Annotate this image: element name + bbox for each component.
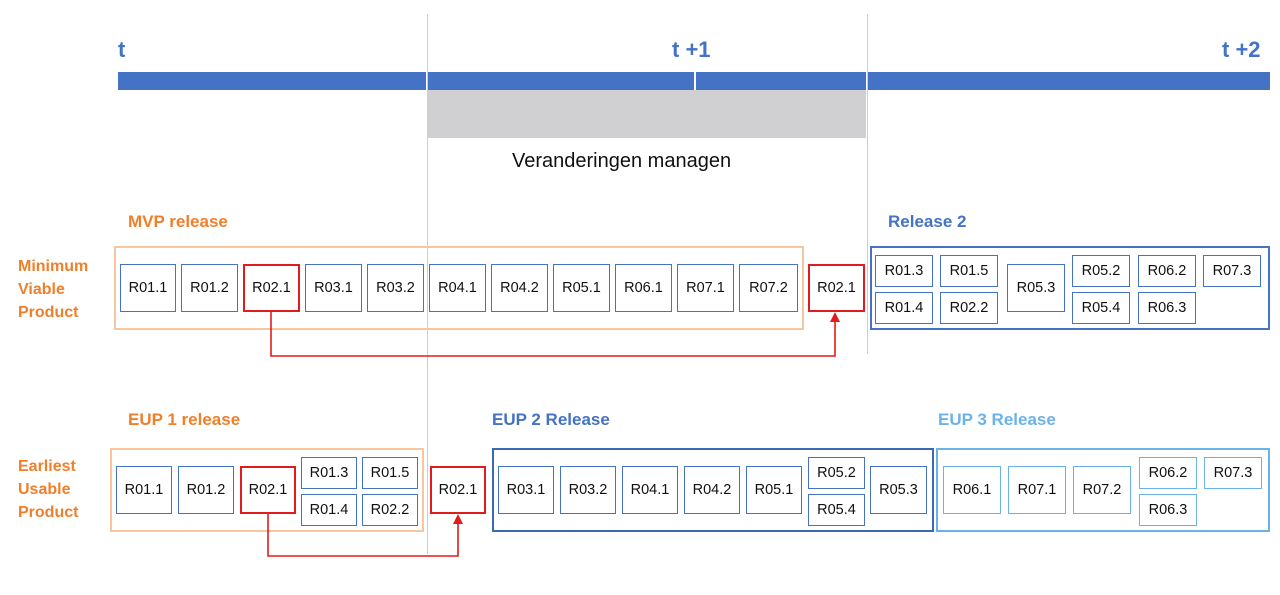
release-2-item-r06-3: R06.3 — [1138, 292, 1196, 324]
eup-1-release-label: EUP 1 release — [128, 410, 241, 429]
mvp-item-r01-1: R01.1 — [120, 264, 176, 312]
eup-3-item-r06-1: R06.1 — [943, 466, 1001, 514]
release-2-item-r05-3: R05.3 — [1007, 264, 1065, 312]
release-2-group — [870, 246, 1270, 330]
eup-3-release-group — [936, 448, 1270, 532]
eup-2-item-r05-2: R05.2 — [808, 457, 865, 489]
release-2-item-r05-2: R05.2 — [1072, 255, 1130, 287]
mvp-item-r03-2: R03.2 — [367, 264, 424, 312]
eup-1-item-r02-1: R02.1 — [240, 466, 296, 514]
eup-2-release-group — [492, 448, 934, 532]
mvp-moved-item-r02-1: R02.1 — [808, 264, 865, 312]
eup-2-release-label: EUP 2 Release — [492, 410, 610, 429]
mvp-side-label: Minimum Viable Product — [18, 258, 89, 321]
mvp-item-r01-2: R01.2 — [181, 264, 238, 312]
eup-1-item-r01-4: R01.4 — [301, 494, 357, 526]
mvp-item-r02-1: R02.1 — [243, 264, 300, 312]
release-2-label: Release 2 — [888, 212, 967, 231]
timeline-bar-segment-4 — [868, 72, 1270, 90]
eup-2-item-r04-2: R04.2 — [684, 466, 740, 514]
release-2-item-r05-4: R05.4 — [1072, 292, 1130, 324]
eup-2-item-r04-1: R04.1 — [622, 466, 678, 514]
mvp-item-r04-2: R04.2 — [491, 264, 548, 312]
mvp-item-r07-2: R07.2 — [739, 264, 798, 312]
mvp-move-arrow — [270, 312, 836, 357]
timeline-bar-segment-2 — [428, 72, 694, 90]
eup-1-item-r01-3: R01.3 — [301, 457, 357, 489]
timeline-mark-t1: t +1 — [672, 37, 711, 62]
mvp-arrow-head — [830, 312, 840, 322]
timeline-mark-t2: t +2 — [1222, 37, 1261, 62]
timeline-mark-t: t — [118, 37, 126, 62]
eup-2-item-r03-2: R03.2 — [560, 466, 616, 514]
release-2-item-r01-3: R01.3 — [875, 255, 933, 287]
timeline-bar-segment-1 — [118, 72, 426, 90]
eup-3-item-r07-3: R07.3 — [1204, 457, 1262, 489]
eup-1-item-r02-2: R02.2 — [362, 494, 418, 526]
mvp-item-r07-1: R07.1 — [677, 264, 734, 312]
release-2-item-r07-3: R07.3 — [1203, 255, 1261, 287]
eup-1-release-group — [110, 448, 424, 532]
eup-2-item-r05-1: R05.1 — [746, 466, 802, 514]
timeline-bar-segment-3 — [696, 72, 866, 90]
eup-3-item-r06-3: R06.3 — [1139, 494, 1197, 526]
eup-3-item-r06-2: R06.2 — [1139, 457, 1197, 489]
mvp-item-r04-1: R04.1 — [429, 264, 486, 312]
mvp-item-r06-1: R06.1 — [615, 264, 672, 312]
eup-arrow-head — [453, 514, 463, 524]
eup-moved-item-r02-1: R02.1 — [430, 466, 486, 514]
eup-2-item-r03-1: R03.1 — [498, 466, 554, 514]
release-2-item-r01-5: R01.5 — [940, 255, 998, 287]
eup-2-item-r05-4: R05.4 — [808, 494, 865, 526]
mvp-release-label: MVP release — [128, 212, 228, 231]
timeline-guide-t2 — [867, 14, 868, 354]
timeline-guide-t1 — [427, 14, 428, 554]
eup-2-item-r05-3: R05.3 — [870, 466, 927, 514]
release-2-item-r06-2: R06.2 — [1138, 255, 1196, 287]
eup-1-item-r01-2: R01.2 — [178, 466, 234, 514]
eup-3-item-r07-1: R07.1 — [1008, 466, 1066, 514]
mvp-item-r03-1: R03.1 — [305, 264, 362, 312]
mvp-item-r05-1: R05.1 — [553, 264, 610, 312]
eup-3-release-label: EUP 3 Release — [938, 410, 1056, 429]
change-management-label: Veranderingen managen — [512, 150, 732, 172]
eup-3-item-r07-2: R07.2 — [1073, 466, 1131, 514]
eup-1-item-r01-1: R01.1 — [116, 466, 172, 514]
eup-side-label: Earliest Usable Product — [18, 458, 79, 521]
eup-move-arrow — [267, 514, 459, 557]
mvp-release-group — [114, 246, 804, 330]
release-2-item-r01-4: R01.4 — [875, 292, 933, 324]
change-management-band — [428, 90, 866, 138]
eup-1-item-r01-5: R01.5 — [362, 457, 418, 489]
release-2-item-r02-2: R02.2 — [940, 292, 998, 324]
